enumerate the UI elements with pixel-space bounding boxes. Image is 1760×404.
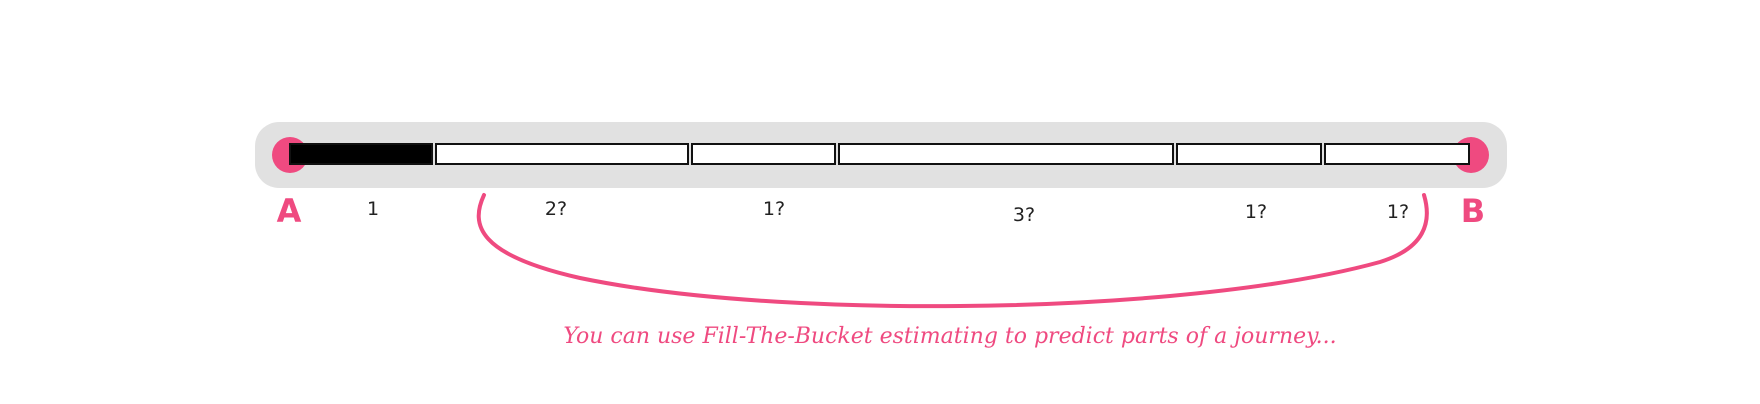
segment-bar-4: [838, 143, 1174, 165]
segment-bar-2: [435, 143, 689, 165]
segment-bar-1: [289, 143, 433, 165]
annotation-note: You can use Fill-The-Bucket estimating t…: [563, 324, 1337, 349]
segment-label-5: 1?: [1244, 201, 1268, 223]
segment-label-6: 1?: [1386, 201, 1410, 223]
segment-bar-5: [1176, 143, 1322, 165]
segment-bar-3: [691, 143, 836, 165]
segment-bar-6: [1324, 143, 1470, 165]
segment-label-4: 3?: [1012, 204, 1036, 226]
segment-label-3: 1?: [762, 198, 786, 220]
end-label: B: [1460, 192, 1486, 230]
start-label: A: [276, 192, 302, 230]
segment-label-2: 2?: [544, 198, 568, 220]
segment-label-1: 1: [366, 198, 380, 220]
